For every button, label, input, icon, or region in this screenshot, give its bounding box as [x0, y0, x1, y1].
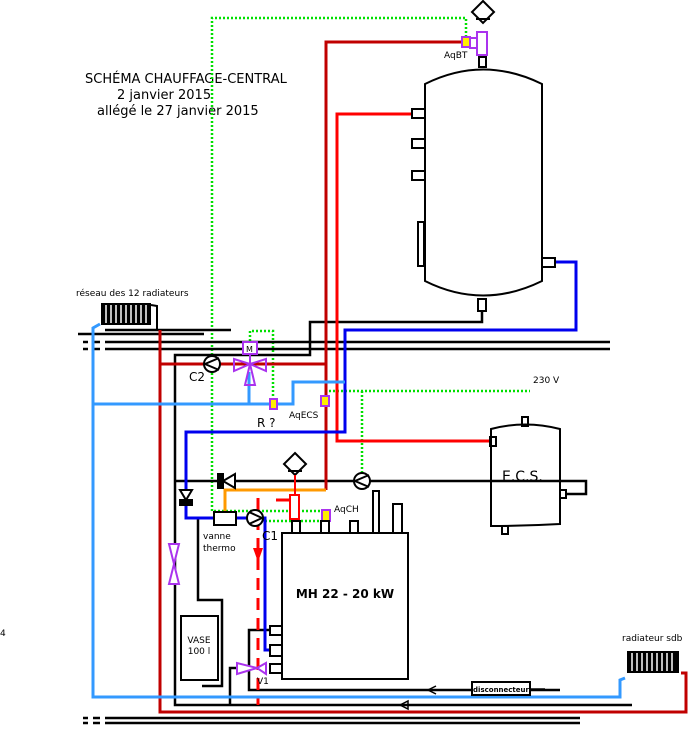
title-line3: allégé le 27 janvier 2015: [97, 104, 259, 119]
label-disconnecteur: disconnecteur: [473, 686, 529, 694]
label-ecs: E.C.S.: [502, 469, 543, 485]
label-thermo: thermo: [203, 544, 236, 554]
label-vanne: vanne: [203, 532, 231, 542]
radiator-sdb-icon: [627, 651, 679, 673]
label-m: M: [246, 345, 253, 354]
aqbt-sensor: [461, 31, 488, 56]
heater-element: [289, 494, 300, 520]
label-aqbt: AqBT: [444, 51, 468, 61]
label-radiator-sdb: radiateur sdb: [622, 634, 683, 644]
label-v1: V1: [257, 677, 269, 687]
sensor-aqecs: [320, 395, 330, 407]
thermo-valve: [213, 511, 237, 526]
valve-v1-icon: [236, 661, 267, 676]
pump-c1-icon: [246, 509, 265, 527]
check-valve-icon: [178, 489, 194, 506]
expansion-vessel: [180, 615, 219, 681]
ecs-tank: [489, 416, 567, 535]
sensor-r: [269, 398, 278, 410]
valve-icon: [167, 543, 181, 585]
label-230v: 230 V: [533, 376, 560, 386]
label-r: R ?: [257, 416, 276, 430]
label-vase: VASE: [187, 636, 210, 646]
label-c1: C1: [262, 529, 278, 543]
disconnecteur: [471, 681, 531, 696]
title-line2: 2 janvier 2015: [117, 88, 211, 103]
air-vent-icon: [470, 0, 496, 25]
pump-ecs-icon: [352, 472, 371, 490]
red-pipe: [335, 112, 490, 443]
buffer-tank: [411, 56, 556, 312]
label-aqch: AqCH: [334, 505, 359, 515]
return-pipes: [91, 322, 626, 699]
check-valve-icon: [217, 472, 236, 490]
bypass-pipe: [223, 488, 326, 513]
label-vase-volume: 100 l: [188, 647, 211, 657]
dark-red-pipes: [158, 40, 688, 714]
label-radiators-network: réseau des 12 radiateurs: [76, 288, 189, 299]
title-line1: SCHÉMA CHAUFFAGE-CENTRAL: [85, 71, 288, 87]
label-c2: C2: [189, 370, 205, 384]
three-way-valve-icon: [233, 341, 267, 386]
pump-c2-icon: [202, 355, 221, 373]
boiler: [269, 490, 409, 680]
black-pipes: [78, 311, 632, 725]
page-number: 4: [0, 629, 6, 639]
flow-arrow-icon: [253, 548, 263, 562]
label-boiler: MH 22 - 20 kW: [296, 587, 394, 601]
sensor-aqch: [321, 509, 331, 522]
label-aqecs: AqECS: [289, 411, 319, 421]
radiator-network-icon: [101, 303, 158, 330]
air-vent-icon: [282, 451, 308, 495]
